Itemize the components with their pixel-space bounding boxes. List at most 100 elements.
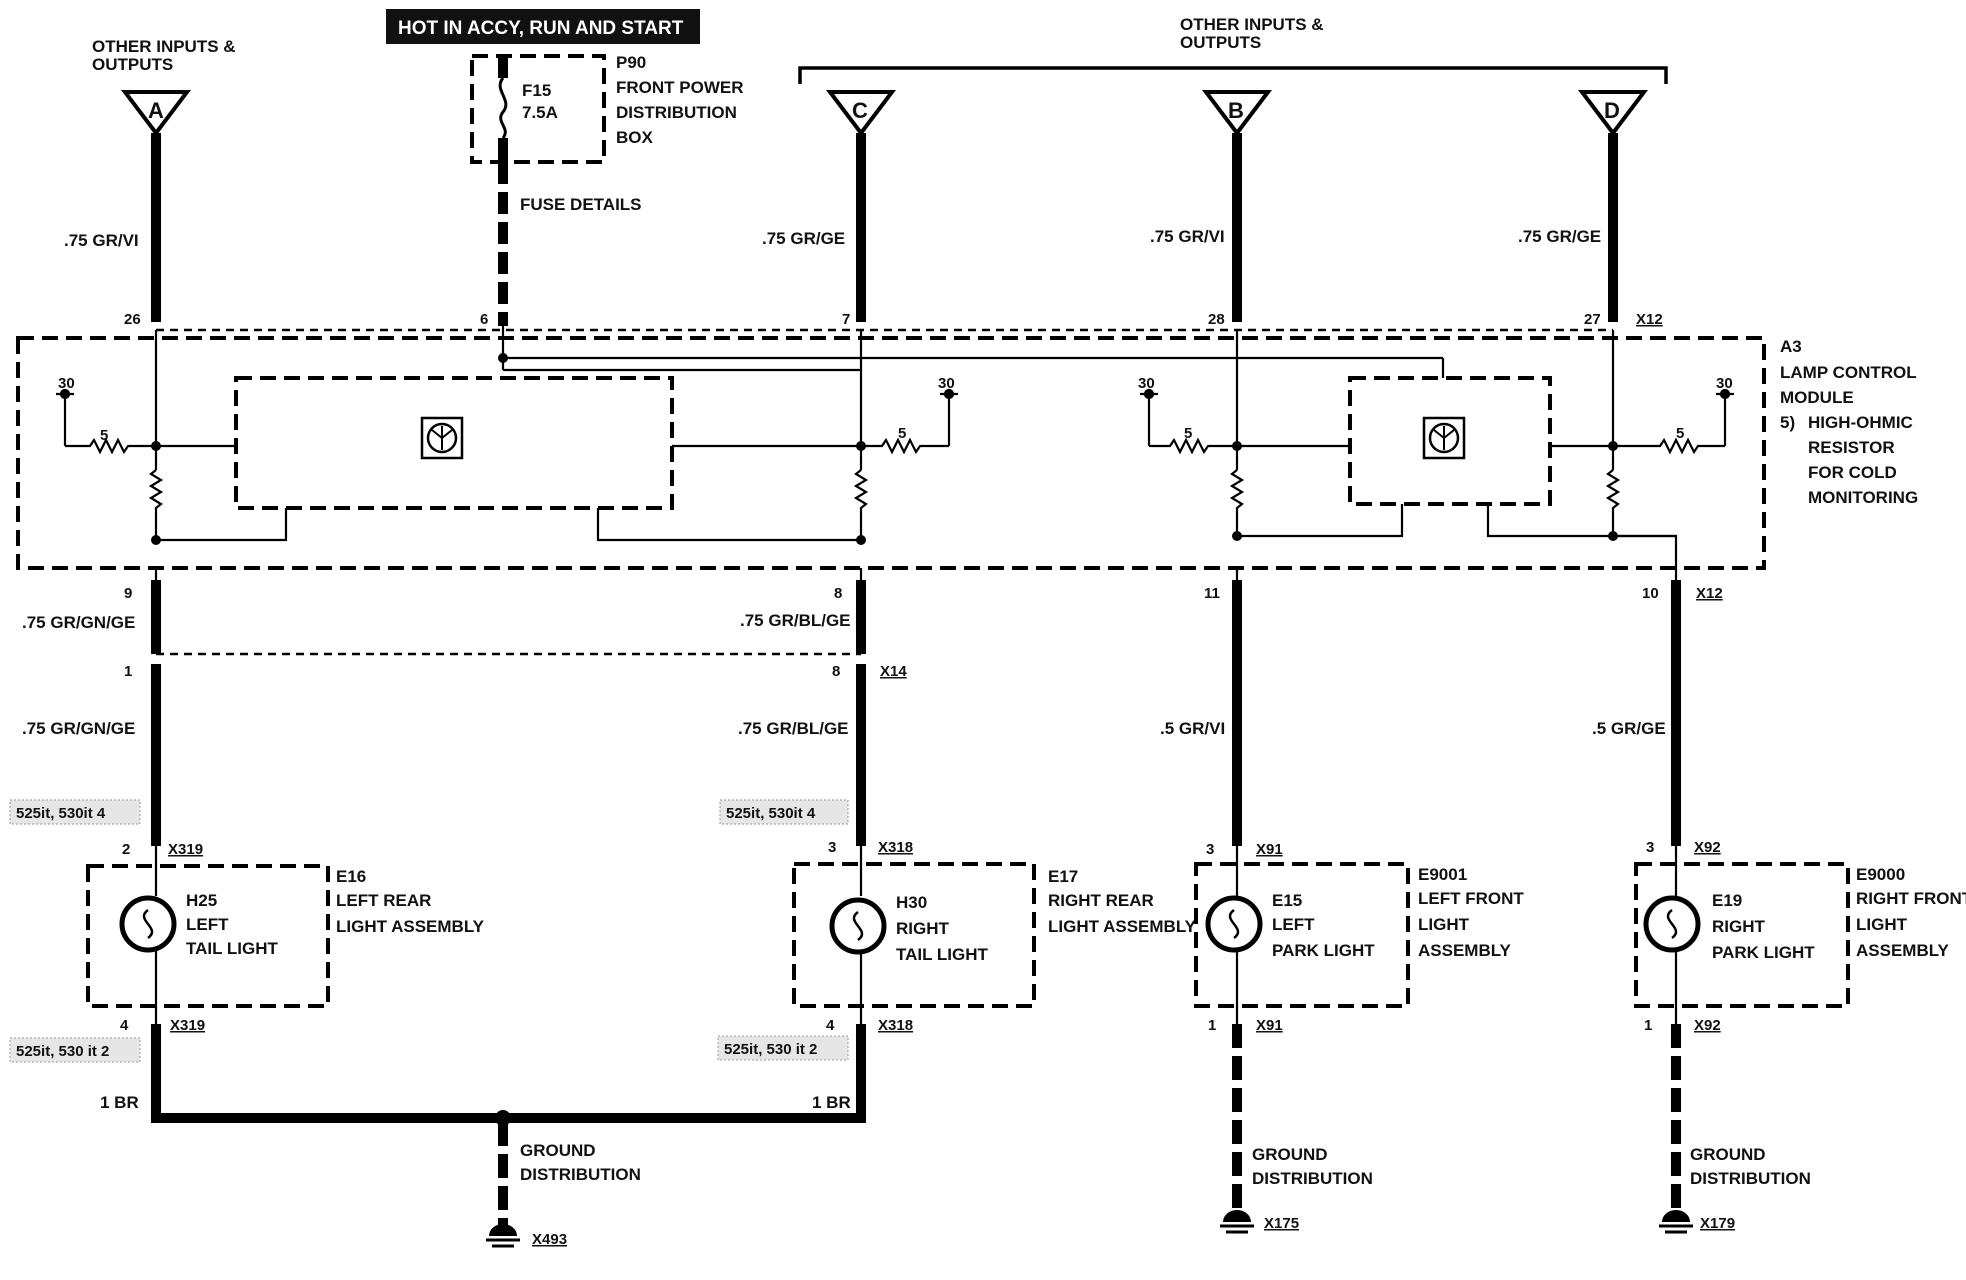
svg-text:A: A xyxy=(148,98,164,123)
wire-a-mid: .75 GR/GN/GE xyxy=(22,719,135,738)
power-banner-text: HOT IN ACCY, RUN AND START xyxy=(398,18,684,39)
bulb-icon xyxy=(1643,895,1701,953)
svg-text:D: D xyxy=(1604,98,1620,123)
lamp3-asm-id: E9001 xyxy=(1418,865,1467,884)
pin-c-splice: 8 xyxy=(832,663,840,680)
conn-x12-bottom: X12 xyxy=(1696,585,1723,602)
module-note-4: MONITORING xyxy=(1808,488,1918,507)
lamp2-bulb-desc-1: RIGHT xyxy=(896,919,950,938)
lamp3-top-pin: 3 xyxy=(1206,841,1214,858)
lamp3-bottom-conn: X91 xyxy=(1256,1017,1283,1034)
lamp4-bulb-desc-2: PARK LIGHT xyxy=(1712,943,1815,962)
module-desc-2: MODULE xyxy=(1780,388,1854,407)
lamp1-top-pin: 2 xyxy=(122,841,130,858)
lamp4-top-pin: 3 xyxy=(1646,839,1654,856)
bulb-icon xyxy=(1205,895,1263,953)
terminal-30-c xyxy=(861,388,958,455)
terminal-30-a-label: 30 xyxy=(58,375,75,392)
terminal-30-b-label: 30 xyxy=(1138,375,1155,392)
module-note-2: RESISTOR xyxy=(1808,438,1895,457)
connector-a: A xyxy=(120,90,192,137)
pin-a-in: 26 xyxy=(124,311,141,328)
option-c-top: 525it, 530it 4 xyxy=(726,805,816,822)
option-box-c-top xyxy=(719,799,849,825)
resistor-5-c: 5 xyxy=(898,425,906,442)
fuse-rating: 7.5A xyxy=(522,103,558,122)
svg-text:C: C xyxy=(852,98,868,123)
other-io-left-line2: OUTPUTS xyxy=(92,55,173,74)
other-io-left-line1: OTHER INPUTS & xyxy=(92,37,236,56)
lamp1-assembly-box xyxy=(86,864,330,1008)
lamp1-top-conn: X319 xyxy=(168,841,203,858)
wire-a-in: .75 GR/VI xyxy=(64,231,139,250)
lamp2-asm-id: E17 xyxy=(1048,867,1078,886)
lamp3-asm-desc-3: ASSEMBLY xyxy=(1418,941,1512,960)
pin-fuse: 6 xyxy=(480,311,488,328)
lamp4-top-conn: X92 xyxy=(1694,839,1721,856)
ground-conn-right: X179 xyxy=(1700,1215,1735,1232)
lamp-control-module xyxy=(16,336,1766,570)
terminal-30-a xyxy=(56,388,156,455)
other-io-right-line1: OTHER INPUTS & xyxy=(1180,15,1324,34)
pin-a-splice: 1 xyxy=(124,663,132,680)
lamp2-bulb-id: H30 xyxy=(896,893,927,912)
conn-x12-top: X12 xyxy=(1636,311,1663,328)
transistor-icon-right xyxy=(1422,416,1466,460)
lamp1-asm-id: E16 xyxy=(336,867,366,886)
lamp2-top-conn: X318 xyxy=(878,839,913,856)
lamp4-assembly-box xyxy=(1634,862,1850,1008)
module-control-block-right xyxy=(1348,376,1552,506)
lamp4-asm-desc-2: LIGHT xyxy=(1856,915,1908,934)
wire-a-out: .75 GR/GN/GE xyxy=(22,613,135,632)
terminal-30-d-label: 30 xyxy=(1716,375,1733,392)
lamp4-asm-desc-1: RIGHT FRONT xyxy=(1856,889,1966,908)
fuse-id: F15 xyxy=(522,81,551,100)
fuse-box-desc-3: BOX xyxy=(616,128,654,147)
fuse-box-desc-2: DISTRIBUTION xyxy=(616,103,737,122)
fuse-symbol xyxy=(498,77,508,139)
resistor-d xyxy=(1605,469,1621,536)
pin-a-out: 9 xyxy=(124,585,132,602)
fuse-box-desc-1: FRONT POWER xyxy=(616,78,744,97)
ground-conn-left: X493 xyxy=(532,1231,567,1248)
lamp2-assembly-box xyxy=(792,862,1036,1008)
lamp4-asm-id: E9000 xyxy=(1856,865,1905,884)
ground-dist-right-1: GROUND xyxy=(1690,1145,1766,1164)
lamp2-asm-desc-1: RIGHT REAR xyxy=(1048,891,1154,910)
module-note-3: FOR COLD xyxy=(1808,463,1897,482)
ground-icon xyxy=(486,1224,520,1248)
pin-c-out: 8 xyxy=(834,585,842,602)
module-control-block-left xyxy=(234,376,674,510)
lamp2-bulb-desc-2: TAIL LIGHT xyxy=(896,945,989,964)
lamp4-bottom-conn: X92 xyxy=(1694,1017,1721,1034)
option-box-c-bottom xyxy=(717,1035,849,1061)
pin-d-out: 10 xyxy=(1642,585,1659,602)
wire-c-out: .75 GR/BL/GE xyxy=(740,611,851,630)
module-note-num: 5) xyxy=(1780,413,1795,432)
terminal-30-b xyxy=(1140,388,1237,455)
other-io-right-line2: OUTPUTS xyxy=(1180,33,1261,52)
ground-wire-right: 1 BR xyxy=(812,1093,851,1112)
lamp4-asm-desc-3: ASSEMBLY xyxy=(1856,941,1950,960)
pin-b-out: 11 xyxy=(1204,585,1220,602)
resistor-5-b: 5 xyxy=(1184,425,1192,442)
resistor-c xyxy=(853,469,869,540)
lamp3-bottom-pin: 1 xyxy=(1208,1017,1216,1034)
resistor-5-d: 5 xyxy=(1676,425,1684,442)
connector-c: C xyxy=(825,90,897,137)
lamp2-asm-desc-2: LIGHT ASSEMBLY xyxy=(1048,917,1197,936)
bulb-icon xyxy=(119,895,177,953)
lamp3-assembly-box xyxy=(1194,862,1410,1008)
resistor-b xyxy=(1229,469,1245,536)
connector-d: D xyxy=(1577,90,1649,137)
conn-x14: X14 xyxy=(880,663,907,680)
wire-d-mid: .5 GR/GE xyxy=(1592,719,1666,738)
option-box-a-top xyxy=(9,799,141,825)
resistor-a xyxy=(148,469,164,540)
ground-dist-mid-2: DISTRIBUTION xyxy=(1252,1169,1373,1188)
option-a-bottom: 525it, 530 it 2 xyxy=(16,1043,109,1060)
connector-b: B xyxy=(1201,90,1273,137)
bulb-icon xyxy=(829,897,887,955)
fuse-box-id: P90 xyxy=(616,53,646,72)
